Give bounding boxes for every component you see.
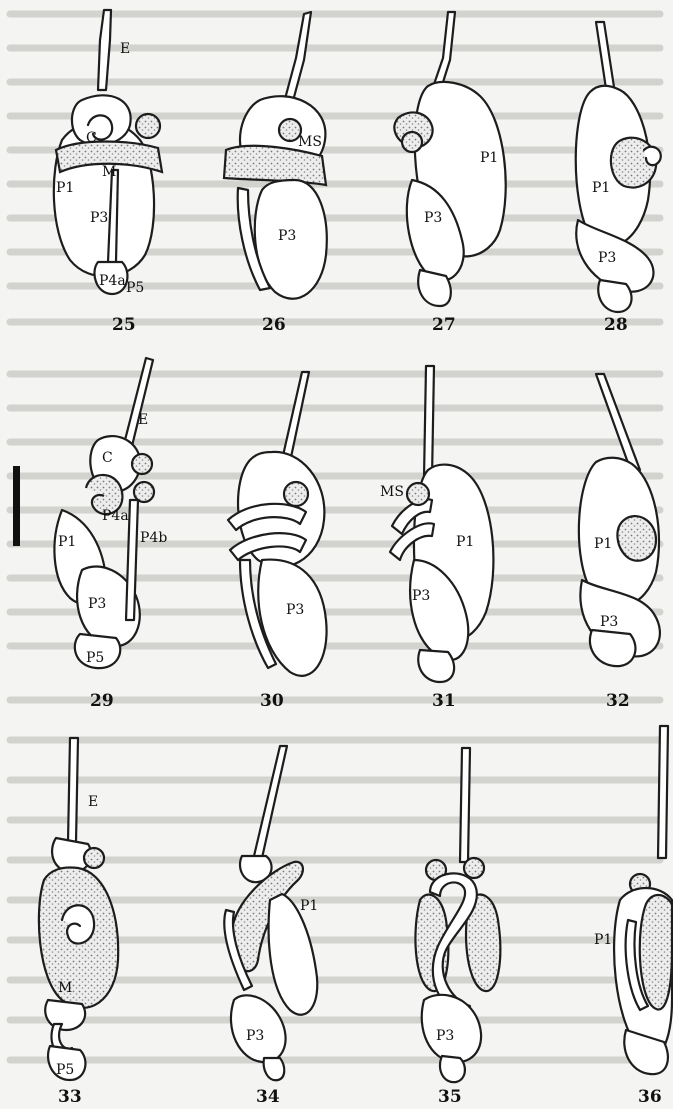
scale-bar (13, 466, 20, 546)
panel-29-label-2: P4a (102, 508, 129, 524)
panel-31-esophagus (424, 366, 434, 478)
panel-29-label-6: P5 (86, 650, 104, 666)
panel-35-label-0: P3 (436, 1028, 454, 1044)
panel-29-ms2 (134, 482, 154, 502)
panel-27-label-0: P1 (480, 150, 498, 166)
panel-32: P1 P3 32 (579, 374, 660, 711)
panel-29-label-3: P1 (58, 534, 76, 550)
panel-27-ms (402, 132, 422, 152)
panel-30-label-0: P3 (286, 602, 304, 618)
panel-28-label-1: P3 (598, 250, 616, 266)
panel-34-number: 34 (256, 1087, 280, 1107)
panel-25-ms (136, 114, 160, 138)
panel-25-label-8: P5 (126, 280, 144, 296)
panel-31: MS P1 P3 31 (380, 366, 493, 711)
panel-32-tail (590, 630, 636, 666)
panel-33-label-0: E (88, 794, 98, 810)
panel-29-number: 29 (90, 691, 114, 711)
panel-35: P3 35 (415, 748, 500, 1107)
panel-36-midgut (640, 895, 672, 1009)
panel-29-label-0: E (138, 412, 148, 428)
panel-28-tail (598, 280, 631, 312)
panel-34-label-0: P1 (300, 898, 318, 914)
panel-33: E M P5 33 (39, 738, 118, 1107)
panel-26-label-1: P3 (278, 228, 296, 244)
panel-35-esophagus (460, 748, 470, 862)
panel-36-esophagus (658, 726, 668, 858)
panel-31-ms (407, 483, 429, 505)
panel-32-number: 32 (606, 691, 630, 711)
panel-31-label-2: P3 (412, 588, 430, 604)
panel-27-label-1: P3 (424, 210, 442, 226)
panel-29-ms (132, 454, 152, 474)
panel-35-tail (440, 1056, 465, 1082)
panel-34-tail (264, 1058, 285, 1080)
panel-25-label-0: E (120, 41, 130, 57)
panel-29-label-1: C (102, 450, 113, 466)
panel-28-label-0: P1 (592, 180, 610, 196)
panel-33-ms (84, 848, 104, 868)
panel-34-label-1: P3 (246, 1028, 264, 1044)
panel-33-loops (45, 1000, 85, 1030)
panel-36-label-0: P1 (594, 932, 612, 948)
panel-26-label-0: MS (298, 134, 322, 150)
panel-31-label-0: MS (380, 484, 404, 500)
panel-27-tail (418, 270, 451, 306)
panel-36-number: 36 (638, 1087, 662, 1107)
panel-32-label-0: P1 (594, 536, 612, 552)
panel-34: P1 P3 34 (224, 746, 318, 1107)
panel-25-label-3: M (102, 164, 116, 180)
panel-26-number: 26 (262, 315, 286, 335)
panel-31-label-1: P1 (456, 534, 474, 550)
panel-30-number: 30 (260, 691, 284, 711)
panel-28-number: 28 (604, 315, 628, 335)
panel-31-tail (418, 650, 454, 682)
panel-29-label-4: P4b (140, 530, 167, 546)
panel-35-ms2 (464, 858, 484, 878)
panel-33-label-1: M (58, 980, 72, 996)
panel-33-label-2: P5 (56, 1062, 74, 1078)
panel-25-label-6: P4a (99, 273, 126, 289)
panel-34-esophagus (254, 746, 287, 858)
panel-25-esophagus (98, 10, 111, 90)
panel-30-ms (284, 482, 308, 506)
panel-32-midgut (617, 516, 656, 561)
panel-30: P3 30 (228, 372, 327, 711)
panel-25-label-4: P1 (56, 180, 74, 196)
panel-27-number: 27 (432, 315, 456, 335)
panel-28-coil (644, 147, 661, 165)
panel-33-esophagus (68, 738, 78, 842)
panel-30-esophagus (282, 372, 309, 462)
panel-35-number: 35 (438, 1087, 462, 1107)
panel-29-label-5: P3 (88, 596, 106, 612)
panel-25-label-1: C (86, 130, 97, 146)
panel-33-number: 33 (58, 1087, 82, 1107)
panel-31-number: 31 (432, 691, 456, 711)
panel-25-label-5: P3 (90, 210, 108, 226)
panel-25-number: 25 (112, 315, 136, 335)
panel-32-label-1: P3 (600, 614, 618, 630)
